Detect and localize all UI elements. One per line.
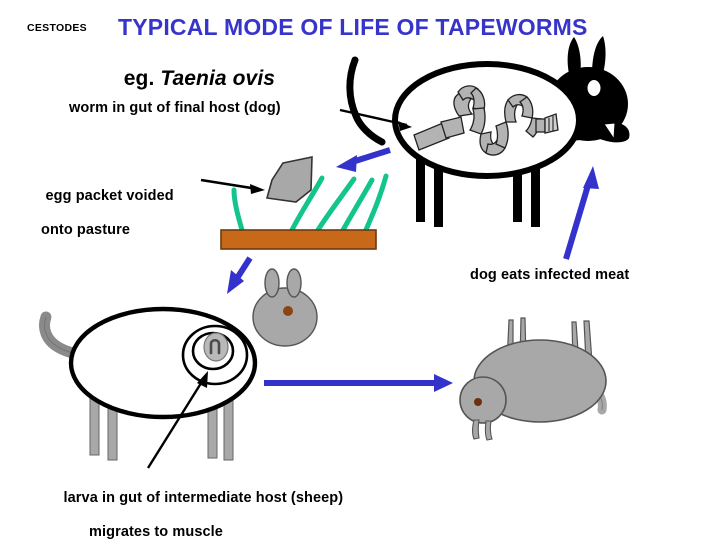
label-larva-line2: migrates to muscle [89, 524, 223, 540]
label-larva-migration: larva in gut of intermediate host (sheep… [47, 473, 344, 540]
final-host-dog-figure [346, 36, 630, 227]
dog-tail-icon [346, 56, 386, 146]
subtitle: eg. Taenia ovis [100, 42, 275, 116]
pasture-strip-icon [220, 229, 377, 250]
label-egg-line1: egg packet voided [45, 188, 174, 205]
corner-tag: CESTODES [27, 22, 87, 34]
pasture-figure [220, 173, 389, 250]
sheep-eye-icon [283, 306, 293, 316]
subtitle-species: Taenia ovis [160, 66, 276, 90]
grass-blade-icon [289, 175, 325, 233]
sheep-head-icon [252, 287, 318, 347]
worm-label-pointer-icon [339, 108, 412, 131]
carcass-ear-icon [484, 420, 493, 441]
carcass-ear-icon [471, 419, 480, 440]
arrow-pasture-to-sheep [227, 256, 253, 294]
grass-blade-icon [340, 177, 375, 233]
egg-label-pointer-icon [200, 178, 265, 194]
arrow-sheep-to-meat [264, 374, 453, 392]
sheep-ear-icon [286, 268, 302, 298]
arrow-dog-to-pasture [336, 147, 391, 172]
subtitle-prefix: eg. [123, 66, 161, 90]
label-egg-line2: onto pasture [41, 222, 131, 239]
dog-eye-icon [587, 80, 601, 96]
carcass-eye-icon [474, 398, 482, 406]
sheep-leg-icon [89, 394, 100, 456]
inverted-scolex-icon [209, 338, 221, 355]
sheep-leg-icon [223, 399, 234, 461]
arrow-meat-to-dog [563, 166, 599, 260]
dog-leg-icon [513, 150, 522, 222]
label-larva-line1: larva in gut of intermediate host (sheep… [63, 490, 344, 507]
dog-ear-icon [592, 36, 606, 77]
intermediate-host-sheep-figure [39, 268, 318, 461]
egg-packet-figure [265, 156, 313, 203]
larval-cyst-icon [181, 324, 249, 386]
scolex-icon [535, 113, 559, 134]
grass-blade-icon [231, 187, 245, 233]
dog-ear-icon [567, 37, 581, 76]
adult-tapeworm-icon [413, 85, 559, 156]
grass-blade-icon [315, 176, 357, 233]
cysticercus-icon [203, 332, 229, 362]
sheep-ear-icon [264, 268, 280, 298]
label-egg-packet: egg packet voided onto pasture [29, 171, 174, 274]
dog-tooth-icon [603, 122, 616, 141]
dog-body-icon [392, 61, 582, 179]
label-dog-eats-meat: dog eats infected meat [470, 267, 630, 283]
larva-label-pointer-icon [146, 371, 208, 469]
egg-packet-icon [265, 156, 313, 203]
page-title: TYPICAL MODE OF LIFE OF TAPEWORMS [118, 14, 588, 40]
label-worm-in-final-host: worm in gut of final host (dog) [69, 100, 281, 116]
infected-meat-figure [459, 317, 607, 441]
dog-leg-icon [434, 155, 443, 227]
grass-blade-icon [362, 173, 389, 235]
carcass-head-icon [459, 376, 507, 424]
dog-leg-icon [531, 155, 540, 227]
dog-leg-icon [416, 150, 425, 222]
